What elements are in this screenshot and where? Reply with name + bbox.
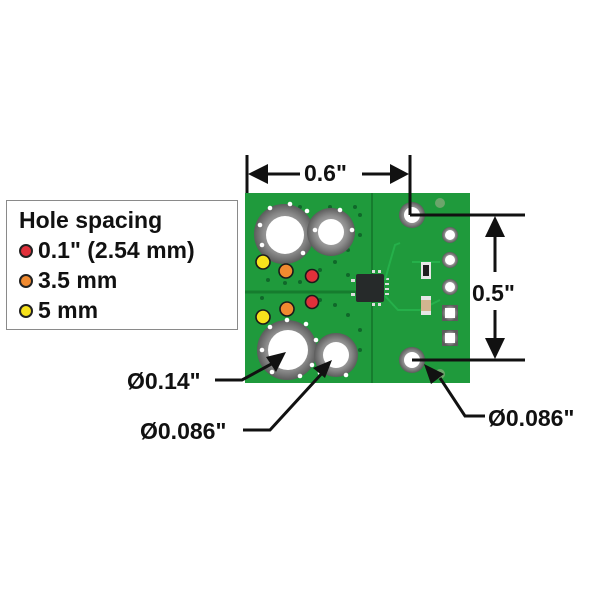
legend-item-3-5-mm: 3.5 mm (19, 267, 117, 294)
legend-item-0-1-inch: 0.1" (2.54 mm) (19, 237, 195, 264)
hole-spacing-legend: Hole spacing 0.1" (2.54 mm) 3.5 mm 5 mm (6, 200, 238, 330)
large-hole-diameter-label: Ø0.14" (127, 368, 201, 394)
dimension-lines (215, 155, 525, 432)
orange-dot-icon (19, 273, 33, 288)
legend-item-5-mm: 5 mm (19, 297, 98, 324)
red-dot-icon (19, 243, 33, 258)
small-hole-right-diameter-label: Ø0.086" (488, 405, 575, 431)
legend-title: Hole spacing (19, 207, 163, 233)
legend-label: 5 mm (38, 297, 99, 323)
ic-chip (356, 274, 384, 302)
yellow-dot-icon (19, 303, 33, 318)
width-dimension-label: 0.6" (304, 160, 347, 186)
legend-label: 3.5 mm (38, 267, 118, 293)
legend-label: 0.1" (2.54 mm) (38, 237, 195, 263)
small-hole-left-diameter-label: Ø0.086" (140, 418, 227, 444)
pcb-board (245, 193, 470, 383)
height-dimension-label: 0.5" (472, 280, 515, 306)
